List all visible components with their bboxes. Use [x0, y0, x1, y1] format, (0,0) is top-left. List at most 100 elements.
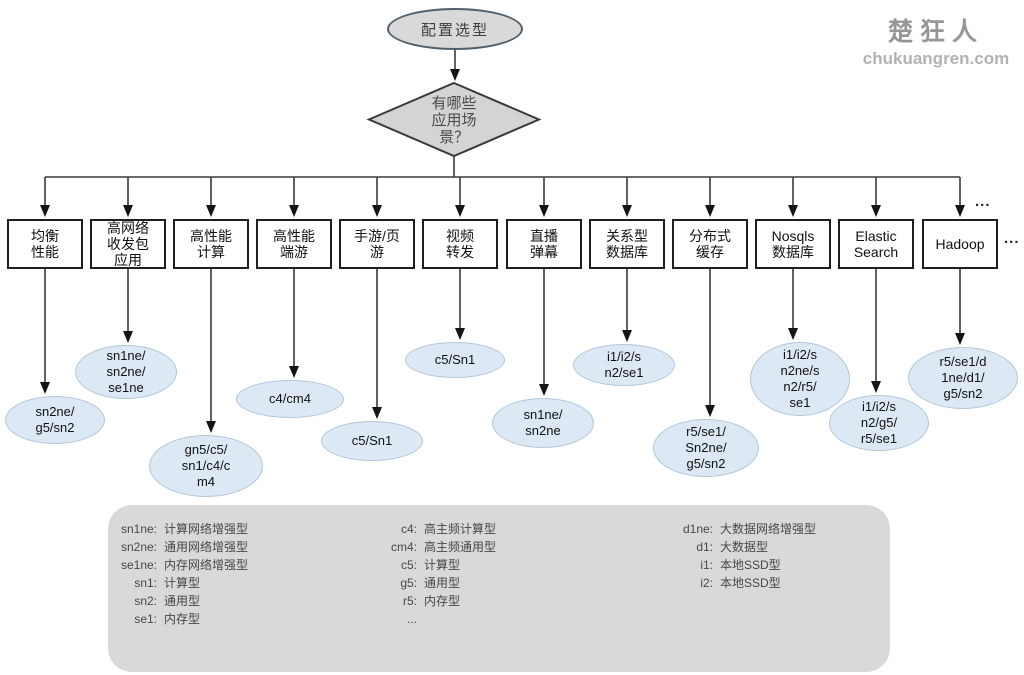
legend-key: cm4: — [390, 540, 417, 554]
legend-entry: se1: 内存型 — [113, 610, 248, 628]
legend-key: sn1: — [134, 576, 157, 590]
legend-key: c4: — [400, 522, 417, 536]
legend-value: 通用型 — [424, 576, 461, 590]
legend-key: sn1ne: — [120, 522, 157, 536]
legend-entry: c5: 计算型 — [373, 556, 496, 574]
legend-entry: sn2ne: 通用网络增强型 — [113, 538, 248, 556]
legend-entry: d1ne: 大数据网络增强型 — [669, 520, 816, 538]
legend-value: 计算型 — [424, 558, 461, 572]
legend-entry: g5: 通用型 — [373, 574, 496, 592]
instance-label: sn2ne/g5/sn2 — [35, 404, 75, 435]
instance-label: r5/se1/Sn2ne/g5/sn2 — [685, 424, 727, 471]
scenario-box-live-danmaku: 直播弹幕 — [506, 219, 582, 269]
legend-value: 内存型 — [164, 612, 201, 626]
legend-key: sn2ne: — [120, 540, 157, 554]
legend-key: sn2: — [134, 594, 157, 608]
legend-value: 计算网络增强型 — [164, 522, 249, 536]
scenario-box-relational-db: 关系型数据库 — [589, 219, 665, 269]
instance-label: c5/Sn1 — [434, 352, 476, 367]
legend-entry: ... — [373, 610, 496, 628]
legend-entry: d1: 大数据型 — [669, 538, 816, 556]
legend-key: i2: — [700, 576, 713, 590]
instance-ellipse-distributed-cache: r5/se1/Sn2ne/g5/sn2 — [653, 419, 759, 477]
legend-value: 内存网络增强型 — [164, 558, 249, 572]
legend-entry: se1ne: 内存网络增强型 — [113, 556, 248, 574]
legend-key: d1ne: — [682, 522, 713, 536]
scenario-label: 关系型数据库 — [606, 228, 648, 260]
instance-label: c5/Sn1 — [351, 433, 393, 448]
instance-ellipse-live-danmaku: sn1ne/sn2ne — [492, 398, 594, 448]
instance-ellipse-pc-games: c4/cm4 — [236, 380, 344, 418]
connectors — [40, 50, 965, 433]
watermark: 楚狂人 chukuangren.com — [855, 12, 1017, 69]
legend-value: 大数据型 — [720, 540, 769, 554]
legend-key: se1: — [134, 612, 157, 626]
scenario-box-high-network: 高网络收发包应用 — [90, 219, 166, 269]
legend-entry: i2: 本地SSD型 — [669, 574, 816, 592]
instance-label: c4/cm4 — [269, 391, 311, 406]
scenario-box-balanced: 均衡性能 — [7, 219, 83, 269]
legend-key: i1: — [700, 558, 713, 572]
legend-entry: sn1ne: 计算网络增强型 — [113, 520, 248, 538]
start-node-label: 配置选型 — [420, 21, 489, 39]
decision-node-label: 有哪些应用场景？ — [431, 95, 477, 146]
legend-value: 内存型 — [424, 594, 461, 608]
scenario-label: 均衡性能 — [31, 228, 59, 260]
legend-value: 计算型 — [164, 576, 201, 590]
scenario-label: 直播弹幕 — [530, 228, 558, 260]
scenario-label: 高性能端游 — [273, 228, 315, 260]
scenario-box-mobile-web-games: 手游/页游 — [339, 219, 415, 269]
legend-value: 通用网络增强型 — [164, 540, 249, 554]
legend-column-c-g-r: c4: 高主频计算型 cm4:高主频通用型 c5: 计算型 g5: 通用型 r5:内存… — [373, 520, 496, 628]
scenario-box-pc-games: 高性能端游 — [256, 219, 332, 269]
legend-value: 高主频计算型 — [424, 522, 497, 536]
more-row-ellipsis: ... — [1004, 230, 1020, 247]
scenario-box-hpc: 高性能计算 — [173, 219, 249, 269]
legend-key: c5: — [400, 558, 417, 572]
legend-entry: sn2: 通用型 — [113, 592, 248, 610]
legend-entry: c4: 高主频计算型 — [373, 520, 496, 538]
legend-key: g5: — [400, 576, 417, 590]
legend-entry: i1: 本地SSD型 — [669, 556, 816, 574]
legend-value: 通用型 — [164, 594, 201, 608]
legend-key: ... — [406, 612, 417, 626]
legend-entry: cm4:高主频通用型 — [373, 538, 496, 556]
instance-label: sn1ne/sn2ne/se1ne — [106, 348, 146, 395]
legend-entry: sn1: 计算型 — [113, 574, 248, 592]
instance-ellipse-high-network: sn1ne/sn2ne/se1ne — [75, 345, 177, 399]
scenario-box-distributed-cache: 分布式缓存 — [672, 219, 748, 269]
scenario-box-hadoop: Hadoop — [922, 219, 998, 269]
start-node: 配置选型 — [387, 8, 523, 50]
scenario-label: 高网络收发包应用 — [107, 220, 149, 268]
legend-entry: r5:内存型 — [373, 592, 496, 610]
legend-column-sn-se: sn1ne: 计算网络增强型 sn2ne: 通用网络增强型 se1ne: 内存网络增强… — [113, 520, 248, 628]
instance-ellipse-balanced: sn2ne/g5/sn2 — [5, 396, 105, 444]
scenario-box-video-forward: 视频转发 — [422, 219, 498, 269]
legend-panel: sn1ne: 计算网络增强型 sn2ne: 通用网络增强型 se1ne: 内存网络增强… — [108, 505, 890, 672]
instance-ellipse-mobile-web-games: c5/Sn1 — [321, 421, 423, 461]
instance-label: sn1ne/sn2ne — [523, 407, 563, 438]
legend-value: 大数据网络增强型 — [720, 522, 817, 536]
legend-key: d1: — [696, 540, 713, 554]
legend-key: se1ne: — [120, 558, 157, 572]
scenario-label: 高性能计算 — [190, 228, 232, 260]
legend-value: 本地SSD型 — [720, 558, 781, 572]
legend-value: 本地SSD型 — [720, 576, 781, 590]
scenario-label: Hadoop — [935, 236, 985, 252]
scenario-label: 分布式缓存 — [689, 228, 731, 260]
more-scenarios-ellipsis: ... — [975, 193, 991, 210]
